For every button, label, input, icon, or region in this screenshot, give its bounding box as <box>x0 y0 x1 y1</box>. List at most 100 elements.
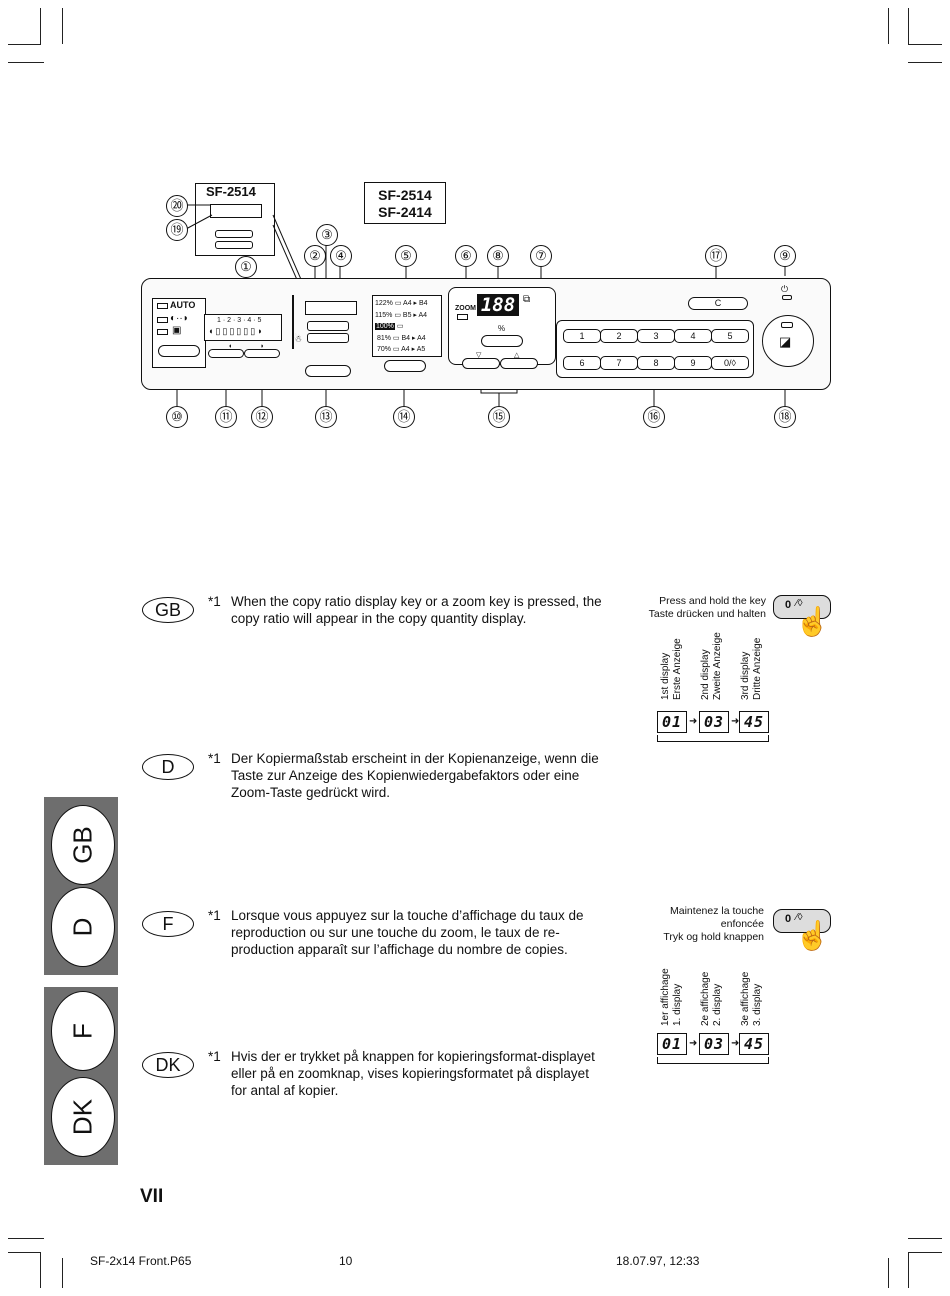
key-illustration: 0 ⁄◊ <box>773 909 831 933</box>
ratio-to: A5 <box>416 346 426 353</box>
callout-18: ⑱ <box>774 406 796 428</box>
instruction-line: Taste drücken und halten <box>648 608 766 620</box>
callout-12: ⑫ <box>251 406 273 428</box>
density-leds: ◖▯▯▯▯▯▯◗ <box>208 326 265 336</box>
zoom-up-button[interactable] <box>500 358 538 369</box>
zoom-down-icon: ▽ <box>476 352 482 359</box>
key-1[interactable]: 1 <box>563 329 601 343</box>
display-bracket <box>657 735 769 742</box>
lang-label-f: F <box>142 911 194 937</box>
tray-select-lower-button[interactable] <box>307 333 349 343</box>
tab-oval-f: F <box>51 991 115 1071</box>
footer-file: SF-2x14 Front.P65 <box>90 1254 192 1268</box>
callout-15: ⑮ <box>488 406 510 428</box>
key-4[interactable]: 4 <box>674 329 712 343</box>
note-gb: *1 When the copy ratio display key or a … <box>208 593 608 627</box>
key-7[interactable]: 7 <box>600 356 638 370</box>
note-d: *1 Der Kopiermaßstab erscheint in der Ko… <box>208 750 608 801</box>
ratio-row: 70% ▭ A4 ▸ A5 <box>376 346 426 353</box>
note-text: Lorsque vous appuyez sur la touche d’aff… <box>231 908 584 957</box>
key-illustration: 0 ⁄◊ <box>773 595 831 619</box>
interrupt-icon: ⁄◊ <box>796 912 803 923</box>
key-3[interactable]: 3 <box>637 329 675 343</box>
ratio-value: 122% <box>375 300 393 307</box>
exposure-mode-button[interactable] <box>158 345 200 357</box>
key-0-interrupt[interactable]: 0/◊ <box>711 356 749 370</box>
contrast-icon: ◐··◗ <box>170 313 189 324</box>
footer-page: 10 <box>339 1254 353 1268</box>
model-inset-title: SF-2514 <box>206 184 256 199</box>
crop-mark <box>8 62 44 63</box>
display-zoom-box: ZOOM 188 ⧉ % <box>448 287 556 365</box>
display-box: 45 <box>739 711 769 733</box>
crop-mark <box>62 1258 63 1288</box>
arrow-icon: ➜ <box>731 716 740 727</box>
ratio-to: B4 <box>419 300 428 307</box>
key-6[interactable]: 6 <box>563 356 601 370</box>
lang-label-gb: GB <box>142 597 194 623</box>
key-9[interactable]: 9 <box>674 356 712 370</box>
copy-ratio-display-button[interactable] <box>481 335 523 347</box>
callout-1: ① <box>235 256 257 278</box>
crop-mark <box>908 1252 909 1288</box>
note-mark: *1 <box>208 908 221 923</box>
key-2[interactable]: 2 <box>600 329 638 343</box>
callout-16: ⑯ <box>643 406 665 428</box>
footer-timestamp: 18.07.97, 12:33 <box>616 1254 700 1268</box>
callout-9: ⑨ <box>774 245 796 267</box>
arrow-icon: ➜ <box>689 1038 698 1049</box>
inset-key-upper <box>215 230 253 238</box>
callout-5: ⑤ <box>395 245 417 267</box>
note-dk: *1 Hvis der er trykket på knappen for ko… <box>208 1048 608 1099</box>
start-button[interactable]: ◪ <box>762 315 814 367</box>
display-box: 01 <box>657 711 687 733</box>
key-5[interactable]: 5 <box>711 329 749 343</box>
darker-icon: ◗ <box>260 343 265 350</box>
clear-button[interactable]: C <box>688 297 748 310</box>
tab-label: DK <box>67 1098 98 1136</box>
interrupt-icon: ⁄◊ <box>796 598 803 609</box>
darker-button[interactable] <box>244 349 280 358</box>
ratio-value: 70% <box>376 346 391 353</box>
key-8[interactable]: 8 <box>637 356 675 370</box>
callout-20: ⑳ <box>166 195 188 217</box>
display-box: 03 <box>699 711 729 733</box>
display-box: 01 <box>657 1033 687 1055</box>
note-text: When the copy ratio display key or a zoo… <box>231 594 602 626</box>
model-inset-sf2514: SF-2514 <box>195 183 275 256</box>
ratio-to: A4 <box>417 334 426 342</box>
ratio-value: 81% <box>376 334 391 342</box>
copy-ratio-select-button[interactable] <box>384 360 426 372</box>
tab-oval-gb: GB <box>51 805 115 885</box>
pointing-hand-icon: ☝ <box>795 920 830 951</box>
density-scale-box: 1 · 2 · 3 · 4 · 5 ◖▯▯▯▯▯▯◗ <box>204 314 282 341</box>
note-text: Hvis der er trykket på knappen for kopie… <box>231 1049 595 1098</box>
ratio-value: 100% <box>375 323 395 330</box>
crop-mark <box>908 44 942 45</box>
crop-mark <box>8 1238 44 1239</box>
callout-10: ⑩ <box>166 406 188 428</box>
zoom-down-button[interactable] <box>462 358 500 369</box>
tray-select-upper-button[interactable] <box>307 321 349 331</box>
callout-4: ④ <box>330 245 352 267</box>
model-name-2: SF-2414 <box>378 204 432 220</box>
language-tab-lower: F DK <box>44 987 118 1165</box>
ratio-value: 115% <box>375 311 393 319</box>
crop-mark <box>40 8 41 44</box>
paper-select-button[interactable] <box>305 365 351 377</box>
display-bracket <box>657 1057 769 1064</box>
zoom-up-icon: △ <box>514 352 520 359</box>
crop-mark <box>8 44 41 45</box>
tray-indicator <box>305 301 357 315</box>
display-box: 45 <box>739 1033 769 1055</box>
pointing-hand-icon: ☝ <box>795 606 830 637</box>
inset-key-lower <box>215 241 253 249</box>
note-mark: *1 <box>208 751 221 766</box>
crop-mark <box>62 8 63 44</box>
side-instruction: Maintenez la touche enfoncée Tryk og hol… <box>610 905 764 944</box>
lighter-button[interactable] <box>208 349 244 358</box>
lighter-icon: ◖ <box>228 343 233 350</box>
copy-ratio-box: 122% ▭ A4 ▸ B4 115% ▭ B5 ▸ A4 100% ▭ 81%… <box>372 295 442 357</box>
